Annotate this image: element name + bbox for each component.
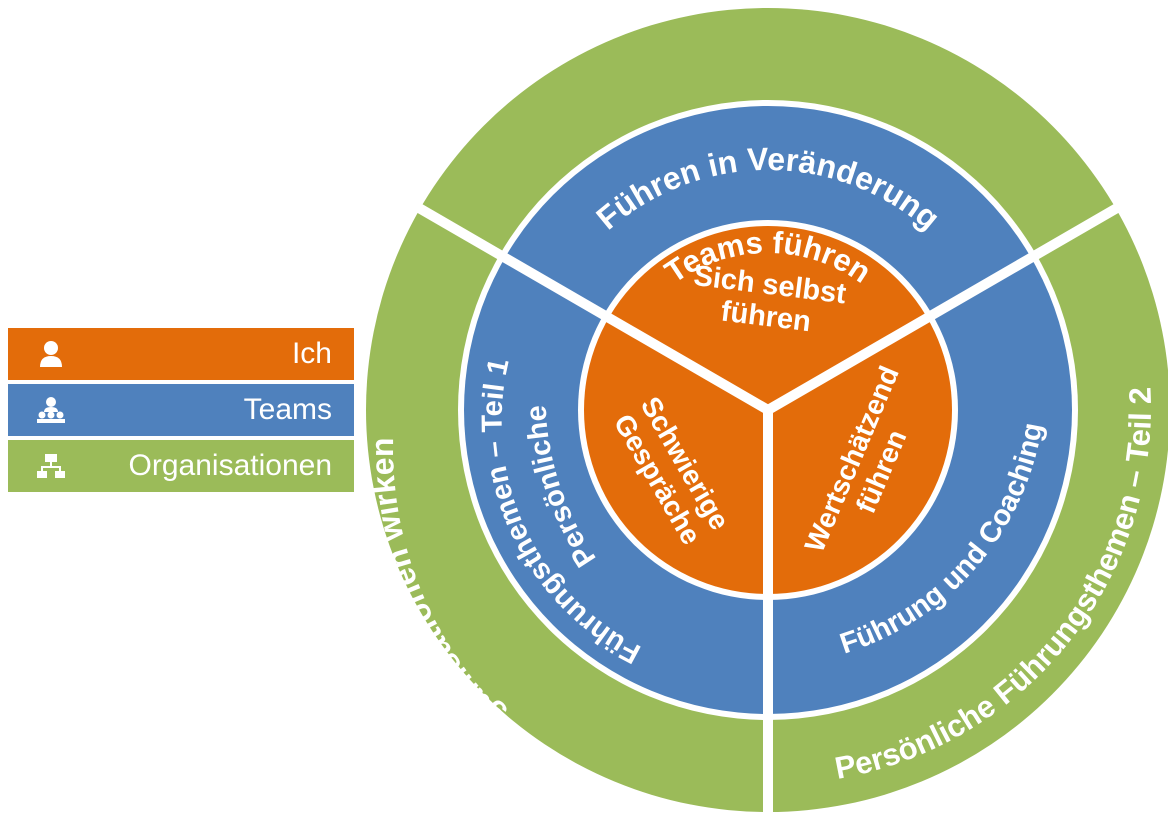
legend-label-teams: Teams — [243, 393, 332, 426]
person-icon — [40, 341, 62, 367]
legend-label-organisationen: Organisationen — [128, 449, 332, 482]
legend-item-ich: Ich — [8, 328, 354, 380]
legend-item-teams: Teams — [8, 384, 354, 436]
team-icon — [37, 397, 65, 423]
legend-label-ich: Ich — [291, 337, 332, 370]
org-chart-icon — [37, 454, 65, 478]
legend-item-organisationen: Organisationen — [8, 440, 354, 492]
segment-dividers — [397, 192, 1139, 824]
